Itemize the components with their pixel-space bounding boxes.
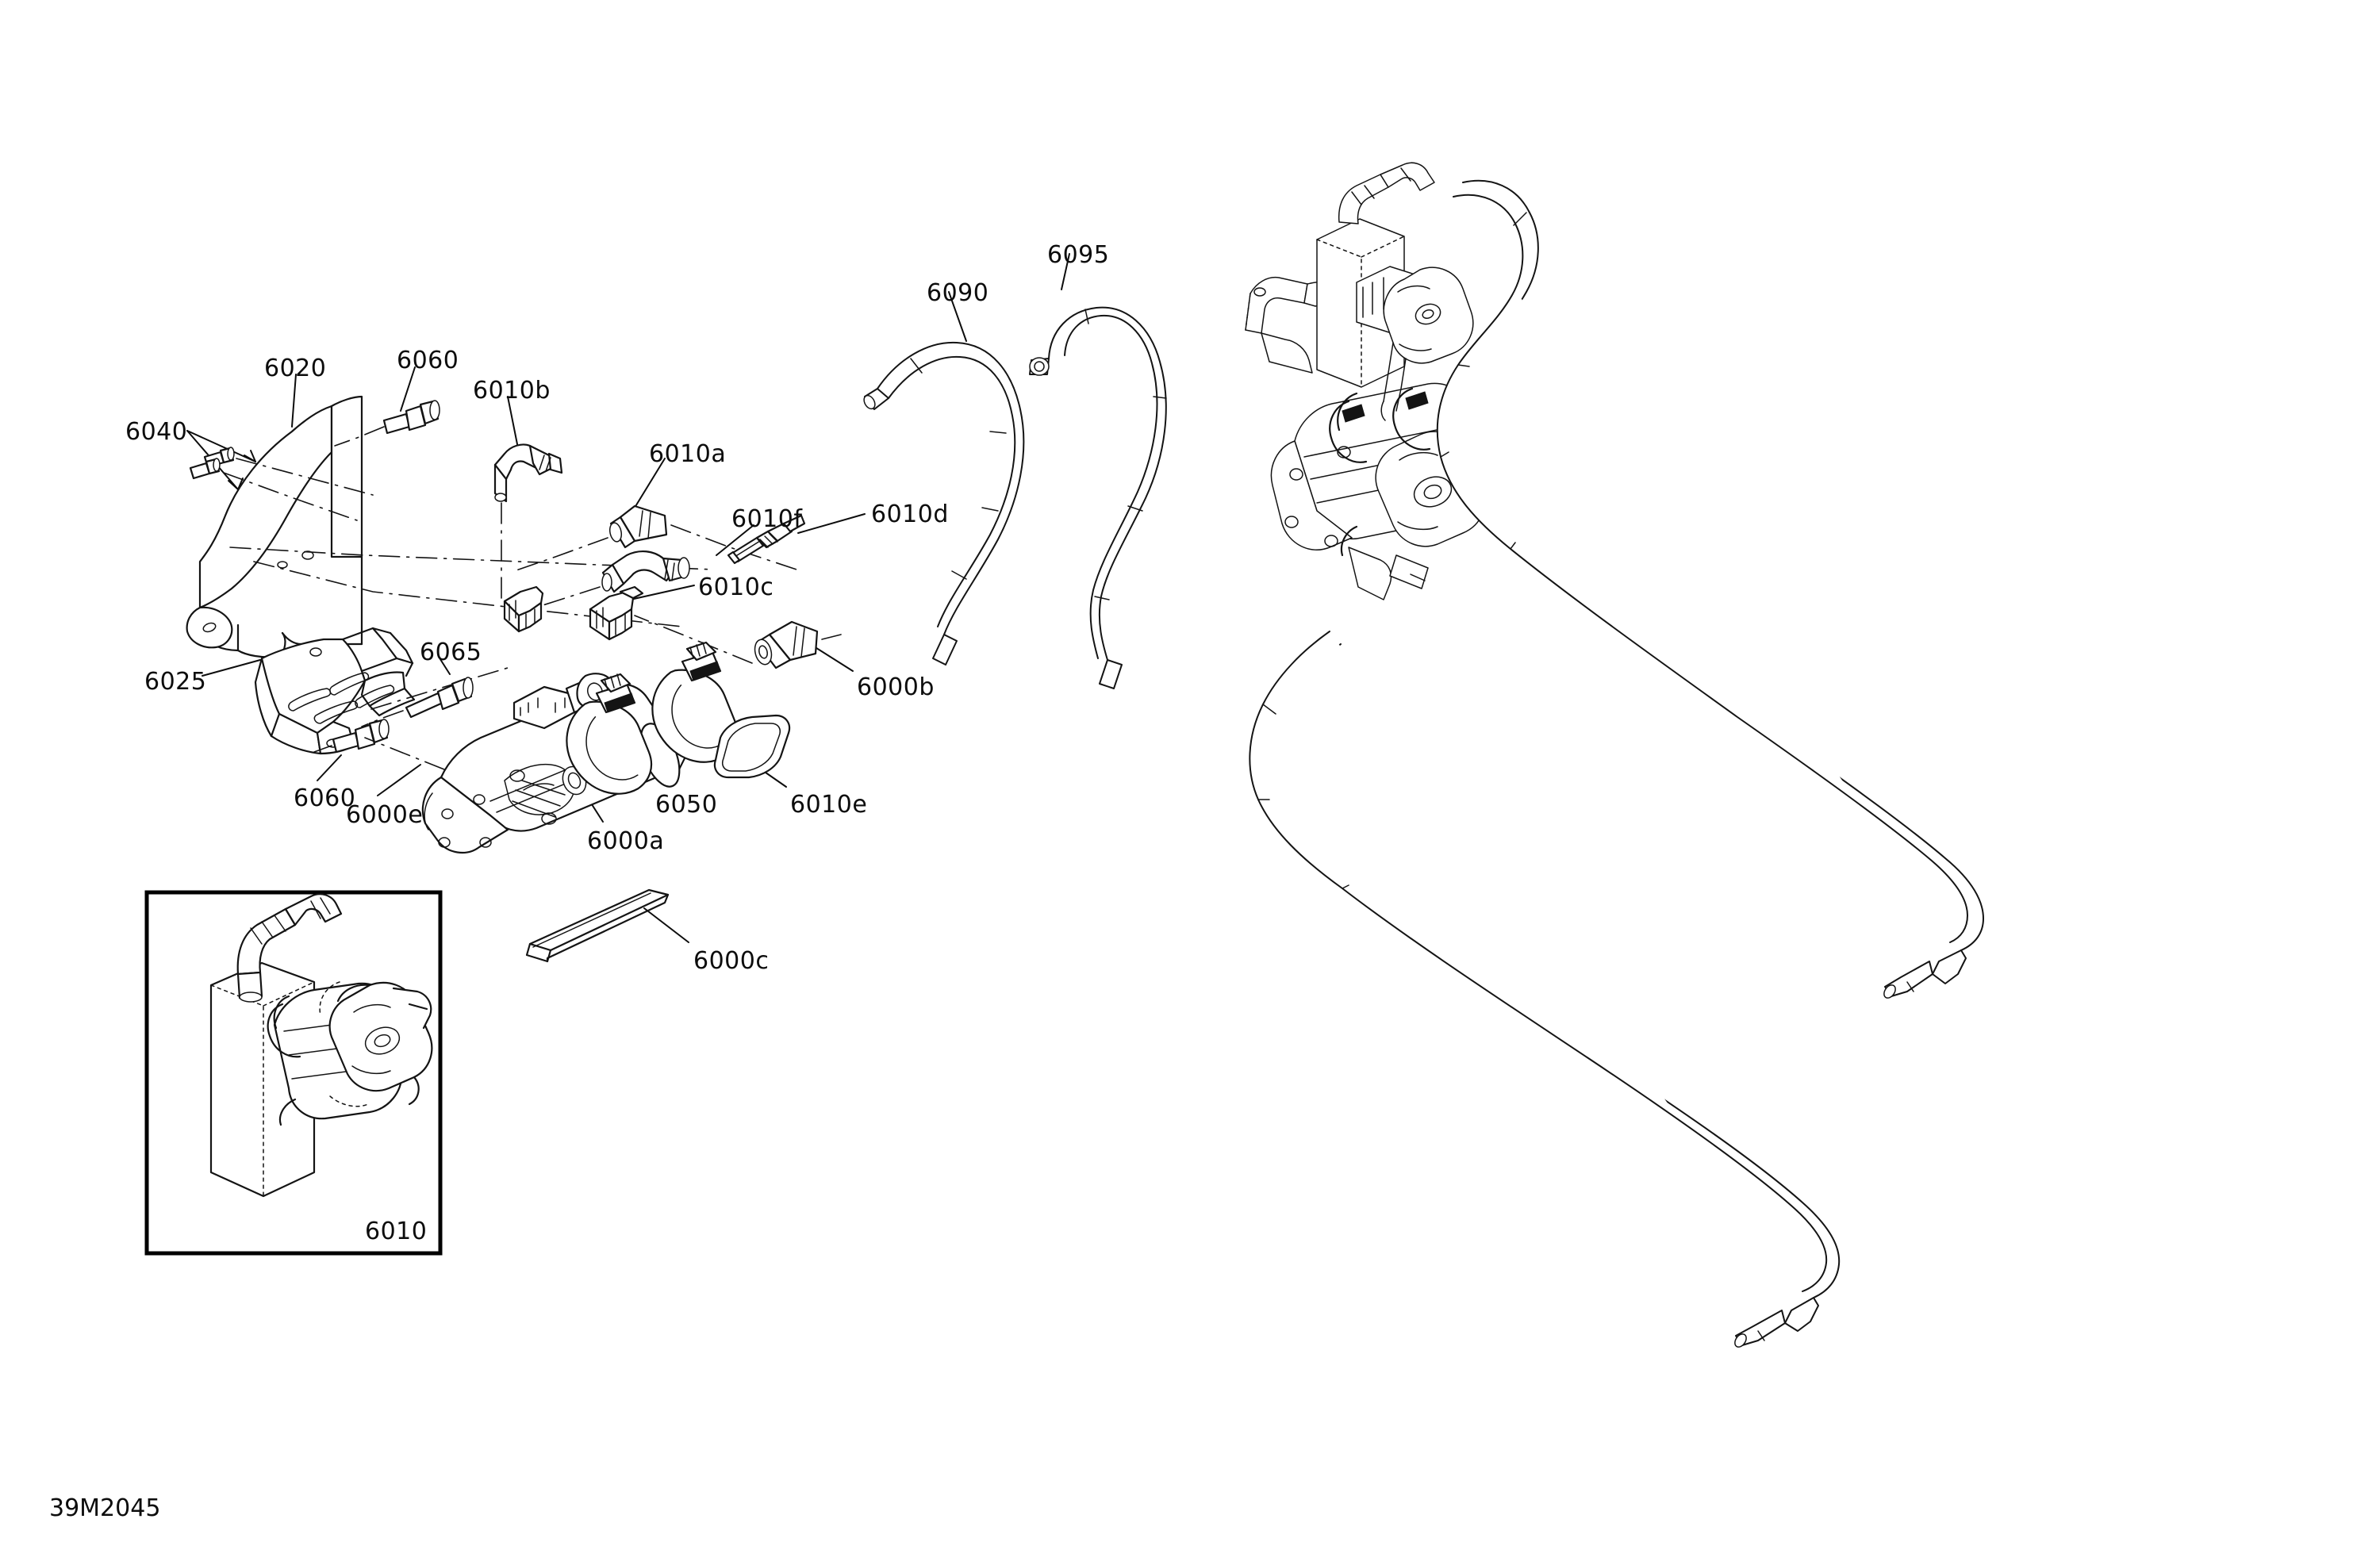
part-6040-screws	[189, 447, 374, 521]
callout-6025: 6025	[144, 668, 207, 696]
callout-6000a: 6000a	[587, 827, 665, 855]
part-6010d-needle-fitting	[727, 514, 806, 565]
callout-6010: 6010	[365, 1218, 428, 1245]
callout-6090: 6090	[927, 279, 989, 307]
callout-6010c: 6010c	[698, 573, 774, 601]
callout-6020: 6020	[264, 355, 327, 382]
callout-6010f: 6010f	[731, 505, 803, 533]
part-6020-support-bracket	[186, 395, 715, 658]
part-6000b-fitting	[634, 615, 842, 669]
part-6090-hose	[863, 341, 1025, 666]
callout-6000e: 6000e	[346, 801, 424, 829]
callout-6060-lower: 6060	[294, 784, 356, 812]
callout-6040: 6040	[125, 418, 188, 446]
drawing-number: 39M2045	[49, 1494, 161, 1522]
part-6000c-rubber-strip	[525, 888, 670, 963]
callout-6000b: 6000b	[857, 673, 935, 701]
callout-6010b: 6010b	[473, 377, 551, 405]
callout-6065: 6065	[420, 639, 482, 666]
part-6050-hose-clamp-2	[651, 641, 739, 763]
hose-long-upper	[1436, 179, 1984, 999]
part-6050-hose-clamp-1	[566, 673, 653, 795]
part-6010b-elbow-fitting	[493, 443, 563, 602]
inset-detail-6010	[144, 890, 443, 1256]
part-6095-hose	[1029, 306, 1167, 689]
callout-6060-upper: 6060	[397, 347, 459, 374]
part-6010e-gasket	[713, 714, 791, 779]
part-6010c-connector-block	[589, 585, 644, 641]
part-6060-bolt-lower	[313, 719, 390, 754]
callout-6010d: 6010d	[871, 501, 949, 528]
part-6010a-fitting	[513, 504, 802, 572]
part-6010c-block-small	[503, 585, 544, 633]
callout-6050: 6050	[655, 791, 718, 819]
part-6060-bolt-upper	[334, 400, 440, 447]
callout-6095: 6095	[1047, 241, 1110, 269]
callout-6000c: 6000c	[693, 947, 770, 975]
callout-6010e: 6010e	[790, 791, 868, 819]
callout-6010a: 6010a	[649, 440, 727, 468]
part-6065-screw	[361, 677, 474, 727]
hose-long-lower	[1249, 631, 1841, 1348]
